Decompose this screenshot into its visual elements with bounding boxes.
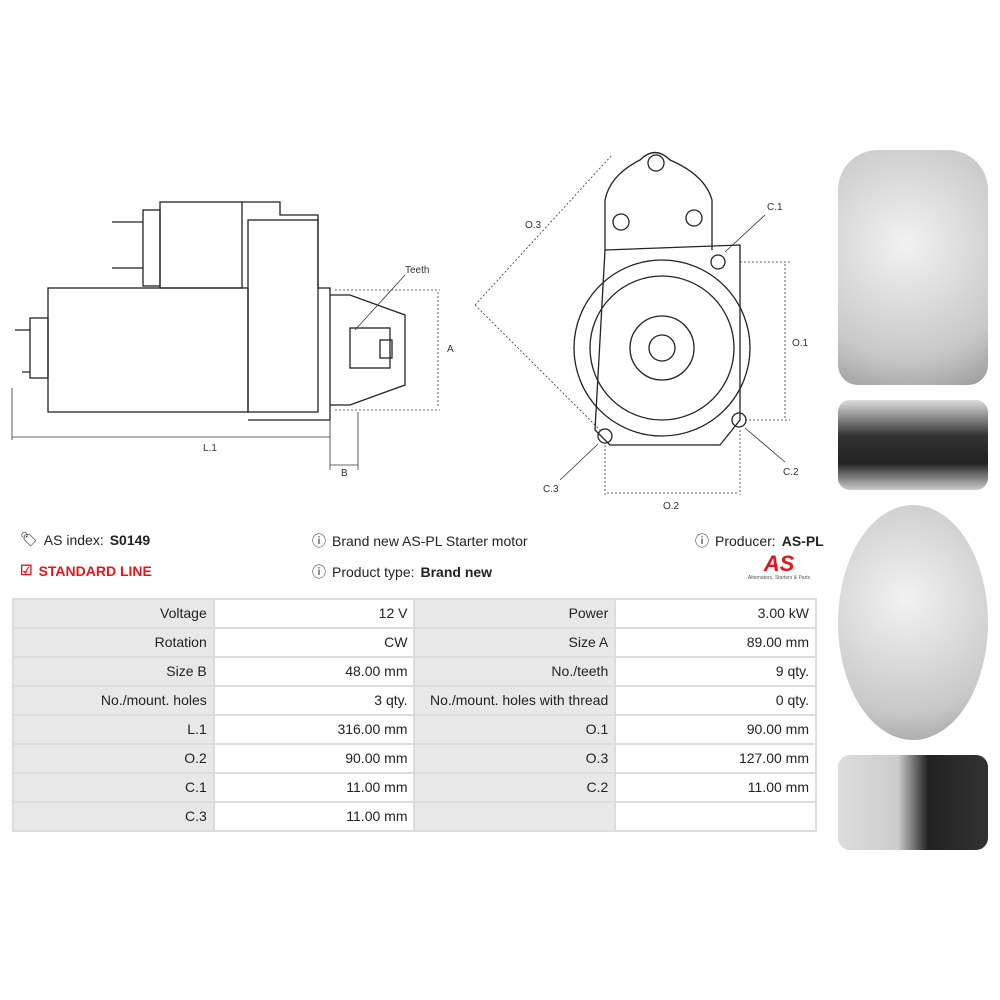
info-icon: ⓘ <box>312 564 326 580</box>
product-photo-front[interactable] <box>838 150 988 385</box>
spec-label: O.3 <box>413 743 617 774</box>
spec-label: O.2 <box>12 743 215 774</box>
product-photo-side-2[interactable] <box>838 755 988 850</box>
dim-o2-label: O.2 <box>663 501 680 512</box>
spec-label: Size B <box>12 656 215 687</box>
spec-value: 11.00 mm <box>212 772 416 803</box>
product-photo-rear[interactable] <box>838 505 988 740</box>
spec-value: 9 qty. <box>614 656 817 687</box>
info-icon: ⓘ <box>312 533 326 549</box>
spec-label: No./mount. holes with thread <box>413 685 617 716</box>
spec-label: C.3 <box>12 801 215 832</box>
spec-value: 89.00 mm <box>614 627 817 658</box>
dim-c3-label: C.3 <box>543 484 559 495</box>
spec-value: CW <box>212 627 416 658</box>
spec-value: 11.00 mm <box>212 801 416 832</box>
spec-label: Voltage <box>12 598 215 629</box>
spec-value: 48.00 mm <box>212 656 416 687</box>
spec-label: Power <box>413 598 617 629</box>
teeth-label: Teeth <box>405 265 429 276</box>
side-view-drawing: Teeth A B L.1 <box>11 201 454 479</box>
spec-value: 127.00 mm <box>614 743 817 774</box>
spec-label: C.1 <box>12 772 215 803</box>
spec-value: 90.00 mm <box>212 743 416 774</box>
spec-value: 0 qty. <box>614 685 817 716</box>
spec-value: 11.00 mm <box>614 772 817 803</box>
spec-label: Size A <box>413 627 617 658</box>
product-photo-side[interactable] <box>838 400 988 490</box>
as-logo: AS Alternators, Starters & Parts <box>747 551 811 582</box>
producer: ⓘ Producer: AS-PL <box>695 533 824 549</box>
spec-label: C.2 <box>413 772 617 803</box>
spec-value: 90.00 mm <box>614 714 817 745</box>
dim-b-label: B <box>341 468 348 479</box>
dim-o1-label: O.1 <box>792 338 809 349</box>
dim-c1-label: C.1 <box>767 202 783 213</box>
tags-icon: 🏷 <box>20 531 38 547</box>
dim-a-label: A <box>447 344 454 355</box>
spec-value <box>614 801 817 832</box>
product-type: ⓘ Product type: Brand new <box>312 564 493 580</box>
spec-value: 3.00 kW <box>614 598 817 629</box>
checkbox-icon: ☑ <box>20 562 33 578</box>
as-index-value: S0149 <box>109 531 151 548</box>
spec-label: Rotation <box>12 627 215 658</box>
front-view-drawing: C.1 O.1 C.2 O.2 C.3 O.3 <box>474 151 809 512</box>
description: ⓘ Brand new AS-PL Starter motor <box>312 533 528 549</box>
spec-value: 3 qty. <box>212 685 416 716</box>
spec-label: L.1 <box>12 714 215 745</box>
dim-c2-label: C.2 <box>783 467 799 478</box>
as-index: 🏷 AS index: S0149 <box>20 531 151 548</box>
spec-value: 316.00 mm <box>212 714 416 745</box>
info-icon: ⓘ <box>695 533 709 549</box>
product-line: ☑ STANDARD LINE <box>20 562 152 579</box>
spec-label <box>413 801 617 832</box>
dim-l1-label: L.1 <box>203 443 217 454</box>
spec-label: O.1 <box>413 714 617 745</box>
spec-value: 12 V <box>212 598 416 629</box>
spec-label: No./mount. holes <box>12 685 215 716</box>
spec-label: No./teeth <box>413 656 617 687</box>
dim-o3-label: O.3 <box>525 220 542 231</box>
